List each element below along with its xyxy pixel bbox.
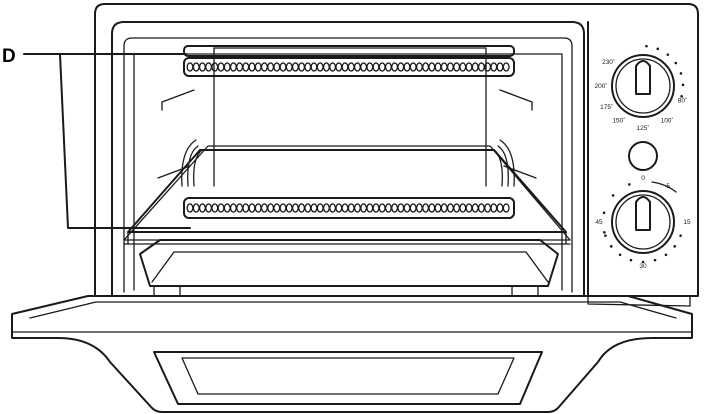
dial-tick [609,245,613,248]
dial-tick [679,72,683,75]
dial-tick [653,258,657,262]
dial-tick [679,234,682,237]
dial-tick [628,183,631,186]
lower-heating-element [183,197,515,219]
timer-tick-marks [602,183,682,264]
dial-label: 200˚ [594,82,607,90]
callout-leader-bottom [59,53,191,229]
baking-tray [139,239,559,297]
dial-label: 175˚ [600,103,613,111]
upper-heating-element [183,45,515,77]
wire-rack [123,145,571,245]
dial-tick [681,83,685,87]
timer-labels: 0 5 15 30 45 [595,175,691,270]
oven-body [94,3,699,307]
dial-tick [604,234,607,237]
callout-label: D [2,46,16,67]
dial-tick [629,258,633,262]
temperature-tick-marks [645,44,685,98]
oven-door [11,295,693,413]
timer-knob[interactable] [611,190,675,254]
dial-label: 45 [595,219,603,226]
dial-tick [656,47,660,51]
dial-tick [666,53,670,56]
dial-tick [645,44,648,48]
callout-d: D [2,46,191,229]
dial-tick [641,260,645,264]
dial-label: 30 [639,263,647,270]
timer-arc [651,181,677,193]
dial-label: 150˚ [612,117,625,125]
indicator-light [628,141,658,171]
dial-tick [664,253,668,257]
dial-label: 0 [641,175,645,182]
dial-tick [680,95,683,98]
dial-tick [603,231,606,234]
dial-label: 125˚ [636,124,649,132]
dial-tick [618,253,622,257]
temperature-labels: 230˚ 200˚ 175˚ 150˚ 125˚ 100˚ 80˚ [594,58,687,132]
dial-tick [673,245,677,248]
dial-label: 100˚ [661,117,674,125]
temperature-knob[interactable] [611,54,675,118]
control-panel: 230˚ 200˚ 175˚ 150˚ 125˚ 100˚ 80˚ 0 5 15 30 45 [594,44,691,270]
dial-label: 80˚ [678,97,687,105]
dial-label: 5 [666,183,670,190]
dial-tick [674,61,678,65]
dial-label: 15 [683,219,691,226]
dial-tick [602,211,606,215]
dial-label: 230˚ [602,58,615,66]
dial-tick [611,194,615,197]
